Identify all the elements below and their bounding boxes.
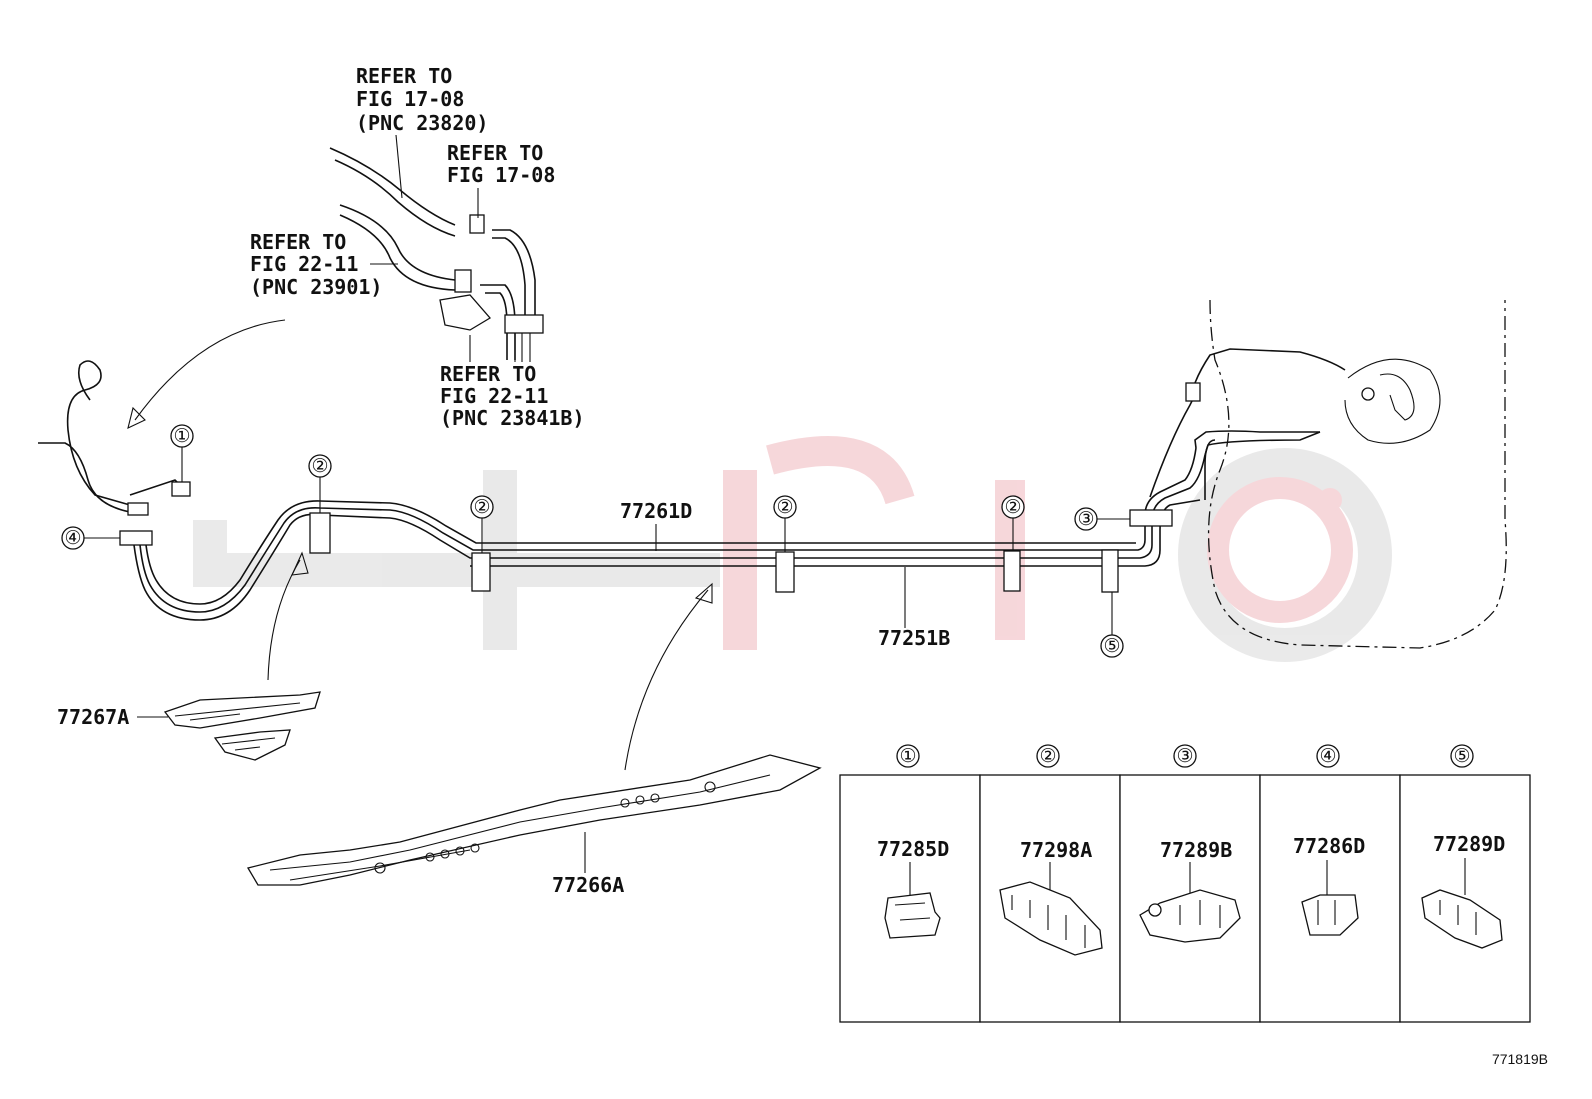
- svg-text:REFER TO: REFER TO: [250, 230, 346, 254]
- svg-text:(PNC 23841B): (PNC 23841B): [440, 406, 585, 430]
- legend-item-3: ③ 77289B: [1139, 744, 1241, 943]
- clamp-3: [1129, 509, 1173, 527]
- callout-2-second: ②: [470, 495, 494, 553]
- svg-text:77286D: 77286D: [1293, 834, 1365, 858]
- reference-pnc-23820: REFER TO FIG 17-08 (PNC 23820): [356, 64, 488, 199]
- clamp-2a: [309, 512, 331, 554]
- svg-text:77267A: 77267A: [57, 705, 129, 729]
- svg-text:④: ④: [1319, 745, 1336, 767]
- svg-text:③: ③: [1077, 508, 1094, 530]
- upper-hose-assembly: [329, 147, 544, 362]
- legend-item-4: ④ 77286D: [1293, 744, 1365, 936]
- svg-text:④: ④: [64, 527, 81, 549]
- svg-text:REFER TO: REFER TO: [356, 64, 452, 88]
- callout-5: ⑤: [1100, 592, 1124, 658]
- label-77251b: 77251B: [878, 567, 950, 650]
- svg-text:REFER TO: REFER TO: [440, 362, 536, 386]
- clamp-5: [1101, 549, 1119, 593]
- arrow-protector-front: [267, 551, 309, 681]
- clamp-legend: ① 77285D ② 77298A ③ 77289B ④ 77286D: [839, 744, 1531, 1023]
- figure-code: 771819B: [1492, 1051, 1548, 1067]
- protector-front: 77267A: [57, 691, 321, 761]
- main-brake-tube: [133, 348, 1346, 621]
- svg-text:77251B: 77251B: [878, 626, 950, 650]
- svg-text:77298A: 77298A: [1020, 838, 1092, 862]
- svg-text:(PNC 23901): (PNC 23901): [250, 275, 382, 299]
- arrow-protector-main: [624, 582, 713, 771]
- legend-item-2: ② 77298A: [999, 744, 1103, 956]
- callout-3: ③: [1074, 507, 1130, 531]
- reference-fig-17-08: REFER TO FIG 17-08: [447, 141, 555, 218]
- svg-text:77289D: 77289D: [1433, 832, 1505, 856]
- protector-holes: [374, 781, 716, 874]
- svg-text:②: ②: [1039, 745, 1056, 767]
- svg-text:FIG 17-08: FIG 17-08: [447, 163, 555, 187]
- svg-text:⑤: ⑤: [1103, 635, 1120, 657]
- svg-text:77285D: 77285D: [877, 837, 949, 861]
- protector-main: 77266A: [246, 754, 822, 897]
- callout-4: ④: [61, 526, 120, 550]
- svg-text:FIG 22-11: FIG 22-11: [440, 384, 548, 408]
- clamp-2b: [471, 552, 491, 592]
- rear-wheel-area: [1207, 299, 1507, 649]
- label-77261d: 77261D: [620, 499, 692, 551]
- svg-text:⑤: ⑤: [1453, 745, 1470, 767]
- svg-text:①: ①: [899, 745, 916, 767]
- svg-text:77266A: 77266A: [552, 873, 624, 897]
- svg-text:①: ①: [173, 425, 190, 447]
- callout-2-fourth: ②: [1001, 495, 1025, 551]
- svg-text:REFER TO: REFER TO: [447, 141, 543, 165]
- reference-pnc-23841b: REFER TO FIG 22-11 (PNC 23841B): [440, 335, 585, 430]
- callout-2-first: ②: [308, 454, 332, 513]
- tube-clamps: [309, 509, 1173, 593]
- front-pipe-cluster: [38, 360, 191, 546]
- legend-item-5: ⑤ 77289D: [1421, 744, 1505, 949]
- svg-text:FIG 17-08: FIG 17-08: [356, 87, 464, 111]
- reference-pnc-23901: REFER TO FIG 22-11 (PNC 23901): [250, 230, 398, 299]
- callout-2-third: ②: [773, 495, 797, 552]
- svg-text:②: ②: [776, 496, 793, 518]
- svg-text:③: ③: [1176, 745, 1193, 767]
- legend-item-1: ① 77285D: [877, 744, 949, 939]
- svg-text:77289B: 77289B: [1160, 838, 1232, 862]
- clamp-2c: [775, 551, 795, 593]
- svg-text:②: ②: [311, 455, 328, 477]
- svg-text:(PNC 23820): (PNC 23820): [356, 111, 488, 135]
- svg-text:77261D: 77261D: [620, 499, 692, 523]
- svg-text:FIG 22-11: FIG 22-11: [250, 252, 358, 276]
- callout-1: ①: [170, 424, 194, 482]
- arrow-front: [127, 319, 286, 429]
- svg-text:②: ②: [1004, 496, 1021, 518]
- svg-text:②: ②: [473, 496, 490, 518]
- clamp-2d: [1003, 550, 1021, 592]
